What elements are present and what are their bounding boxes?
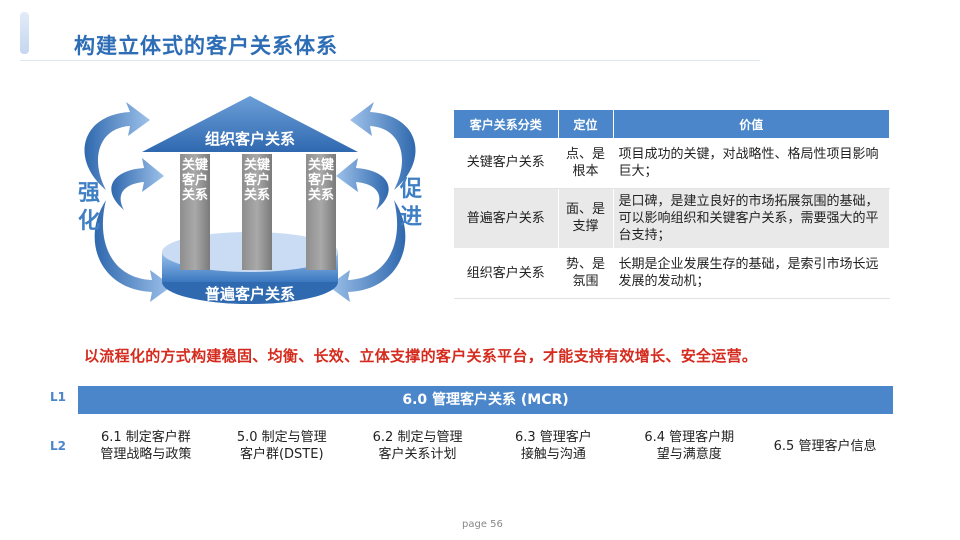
table-row: 关键客户关系 点、是根本 项目成功的关键，对战略性、格局性项目影响巨大； <box>454 138 890 189</box>
pillar-1 <box>180 154 210 270</box>
left-word-strengthen: 强化 <box>77 181 100 234</box>
l2-process-item: 6.3 管理客户接触与沟通 <box>485 428 621 464</box>
pillar-label-3: 关键客户关系 <box>307 158 334 203</box>
header-position: 定位 <box>558 110 614 138</box>
cell-category: 普遍客户关系 <box>454 188 559 249</box>
l1-process-bar: 6.0 管理客户关系 (MCR) <box>78 386 893 414</box>
page-number: page 56 <box>462 519 503 530</box>
pillar-label-2: 关键客户关系 <box>243 158 270 203</box>
header-category: 客户关系分类 <box>454 110 559 138</box>
l2-process-item: 6.5 管理客户信息 <box>757 428 893 464</box>
cell-position: 面、是支撑 <box>558 188 614 249</box>
title-accent-bar <box>20 12 29 54</box>
page-title: 构建立体式的客户关系体系 <box>74 34 338 58</box>
l2-process-item: 6.2 制定与管理客户关系计划 <box>350 428 486 464</box>
house-graphic <box>84 96 416 304</box>
l2-process-item: 6.1 制定客户群管理战略与政策 <box>78 428 214 464</box>
l2-process-item: 5.0 制定与管理客户群(DSTE) <box>214 428 350 464</box>
left-curve-arrow-top <box>84 102 150 190</box>
cell-position: 势、是氛围 <box>558 248 614 299</box>
roof <box>142 96 358 152</box>
right-curve-arrow-mid <box>336 158 389 210</box>
level-label-l2: L2 <box>50 439 66 453</box>
left-curve-arrow-bottom <box>94 200 172 302</box>
right-curve-arrow-top <box>350 102 416 190</box>
right-word-promote: 促进 <box>399 177 422 230</box>
right-curve-arrow-bottom <box>328 200 406 302</box>
l2-process-label: 6.2 制定与管理客户关系计划 <box>372 430 463 462</box>
l2-process-label: 6.5 管理客户信息 <box>773 438 877 454</box>
left-curve-arrow-mid <box>111 158 164 210</box>
cell-position: 点、是根本 <box>558 138 614 189</box>
header-value: 价值 <box>613 110 890 138</box>
cell-value: 项目成功的关键，对战略性、格局性项目影响巨大； <box>613 138 890 189</box>
l2-process-label: 6.4 管理客户期望与满意度 <box>644 430 735 462</box>
relationship-table: 客户关系分类 定位 价值 关键客户关系 点、是根本 项目成功的关键，对战略性、格… <box>454 110 890 299</box>
cell-value: 是口碑，是建立良好的市场拓展氛围的基础，可以影响组织和关键客户关系，需要强大的平… <box>613 188 890 249</box>
l2-process-label: 5.0 制定与管理客户群(DSTE) <box>236 430 327 462</box>
pillar-2 <box>242 154 272 270</box>
table-row: 组织客户关系 势、是氛围 长期是企业发展生存的基础，是索引市场长远发展的发动机； <box>454 248 890 299</box>
table-header-row: 客户关系分类 定位 价值 <box>454 110 890 138</box>
base-label: 普遍客户关系 <box>204 285 295 303</box>
title-divider <box>20 60 760 61</box>
level-label-l1: L1 <box>50 390 66 404</box>
table-row: 普遍客户关系 面、是支撑 是口碑，是建立良好的市场拓展氛围的基础，可以影响组织和… <box>454 188 890 249</box>
roof-label: 组织客户关系 <box>204 130 295 148</box>
pillar-label-1: 关键客户关系 <box>181 158 208 203</box>
l2-process-item: 6.4 管理客户期望与满意度 <box>621 428 757 464</box>
cell-category: 组织客户关系 <box>454 248 559 299</box>
cell-value: 长期是企业发展生存的基础，是索引市场长远发展的发动机； <box>613 248 890 299</box>
l2-process-row: 6.1 制定客户群管理战略与政策 5.0 制定与管理客户群(DSTE) 6.2 … <box>78 428 893 464</box>
relationship-house-diagram: 组织客户关系 普遍客户关系 关键客户关系 关键客户关系 关键客户关系 强化 促进 <box>60 90 440 310</box>
cell-category: 关键客户关系 <box>454 138 559 189</box>
slogan-text: 以流程化的方式构建稳固、均衡、长效、立体支撑的客户关系平台，才能支持有效增长、安… <box>84 347 758 365</box>
pillar-3 <box>306 154 336 270</box>
l2-process-label: 6.1 制定客户群管理战略与政策 <box>100 430 192 462</box>
l2-process-label: 6.3 管理客户接触与沟通 <box>514 430 592 462</box>
